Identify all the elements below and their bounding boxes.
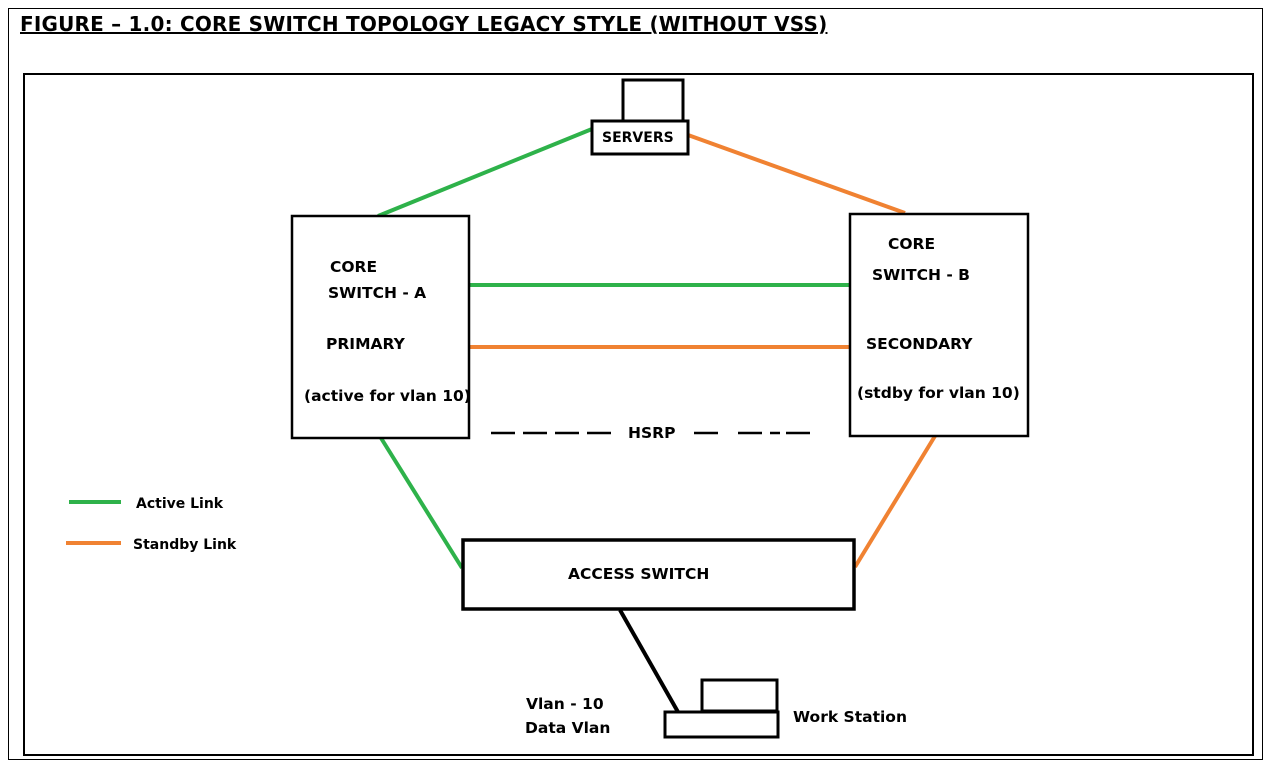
core-b-line2: SWITCH - B (872, 266, 970, 284)
core-switch-a: CORE SWITCH - A PRIMARY (active for vlan… (290, 214, 471, 440)
link-servers-core-b (687, 133, 906, 215)
workstation-monitor-icon (700, 678, 779, 713)
link-core-a-access (379, 436, 464, 570)
diagram-frame (23, 73, 1254, 756)
link-servers-core-a (377, 127, 593, 218)
hsrp-label: HSRP (628, 424, 675, 442)
server-monitor-icon (621, 78, 685, 124)
legend: Active Link Standby Link (66, 496, 237, 553)
core-b-role: SECONDARY (866, 335, 973, 353)
access-switch-box (461, 538, 856, 611)
workstation-base-icon (663, 710, 780, 739)
vlan-line1: Vlan - 10 (526, 695, 604, 713)
legend-standby-label: Standby Link (133, 537, 237, 553)
core-switch-b-box (848, 212, 1030, 438)
figure-border (8, 8, 1263, 760)
core-switch-a-box (290, 214, 471, 440)
servers-label: SERVERS (602, 130, 674, 146)
core-b-note: (stdby for vlan 10) (857, 384, 1020, 402)
core-a-line2: SWITCH - A (328, 284, 426, 302)
core-a-line1: CORE (330, 258, 377, 276)
vlan-line2: Data Vlan (525, 719, 610, 737)
access-switch-label: ACCESS SWITCH (568, 565, 709, 583)
server-box (590, 119, 690, 156)
core-switch-b: CORE SWITCH - B SECONDARY (stdby for vla… (848, 212, 1030, 438)
link-core-b-access (853, 434, 937, 569)
figure-title: FIGURE – 1.0: CORE SWITCH TOPOLOGY LEGAC… (20, 12, 828, 36)
core-a-note: (active for vlan 10) (304, 387, 471, 405)
workstation-node: Work Station Vlan - 10 Data Vlan (525, 678, 907, 739)
link-access-workstation (618, 609, 680, 713)
core-b-line1: CORE (888, 235, 935, 253)
core-a-role: PRIMARY (326, 335, 406, 353)
legend-active-label: Active Link (136, 496, 224, 512)
servers-node: SERVERS (590, 78, 690, 156)
workstation-label: Work Station (793, 708, 907, 726)
access-switch: ACCESS SWITCH (461, 538, 856, 611)
